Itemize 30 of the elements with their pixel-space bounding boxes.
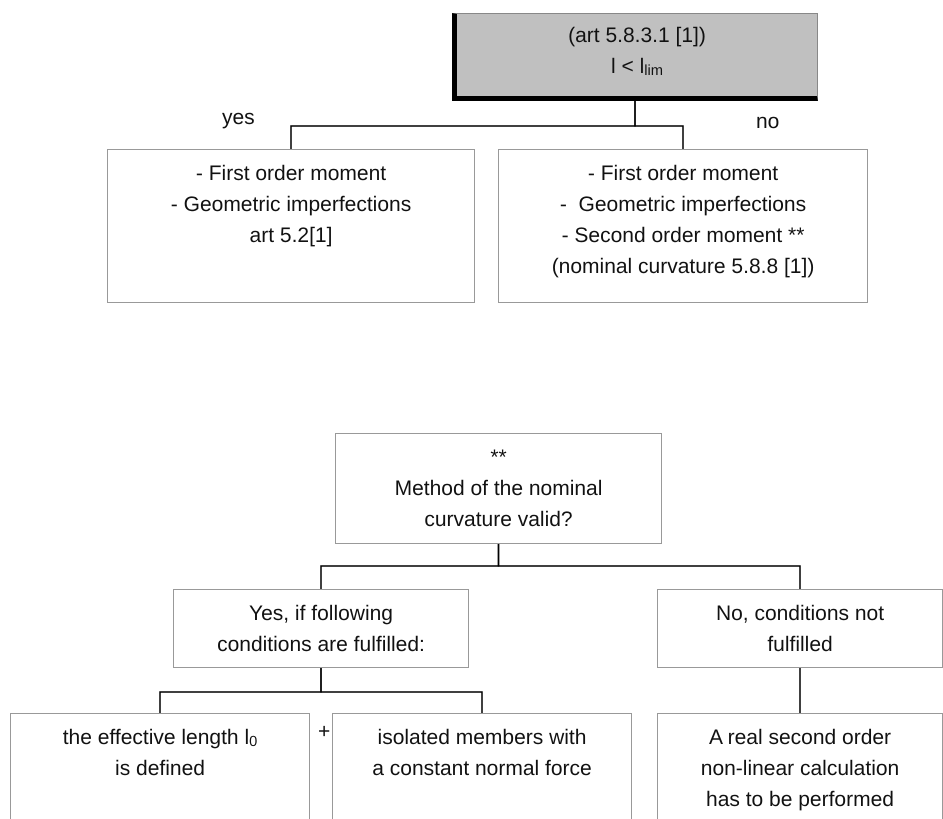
connector-line xyxy=(634,101,684,149)
process-box xyxy=(107,149,475,303)
process-box xyxy=(335,433,662,544)
box-text: - First order moment xyxy=(588,161,778,187)
box-text: art 5.2[1] xyxy=(250,223,332,249)
box-text: (art 5.8.3.1 [1]) xyxy=(568,23,706,49)
process-box xyxy=(657,713,943,819)
box-text: the effective length l$_{0}$ is defined xyxy=(62,725,258,782)
box-text: ** xyxy=(490,445,507,471)
box-text: isolated members with a constant normal force xyxy=(371,725,593,782)
process-box xyxy=(498,149,868,303)
process-box xyxy=(332,713,632,819)
box-text: - First order moment xyxy=(196,161,386,187)
box-text: No, conditions not fulfilled xyxy=(714,601,886,658)
box-text: - Second order moment ** xyxy=(562,223,804,249)
process-box xyxy=(657,589,943,668)
process-box xyxy=(452,13,818,101)
connector-line xyxy=(498,544,801,589)
box-text: A real second order non-linear calculation has to be performed xyxy=(700,725,900,813)
box-text: - Geometric imperfections xyxy=(170,192,412,218)
process-box xyxy=(173,589,469,668)
connector-line xyxy=(320,668,483,713)
plus-sign: + xyxy=(318,720,330,744)
connector-line xyxy=(799,668,801,713)
box-text: (nominal curvature 5.8.8 [1]) xyxy=(552,254,814,280)
box-text: Method of the nominal curvature valid? xyxy=(394,476,604,533)
process-box xyxy=(10,713,310,819)
box-text: - Geometric imperfections xyxy=(560,192,806,218)
box-text: l < l$_{lim}$ xyxy=(610,54,664,82)
box-text: Yes, if following conditions are fulfilled: xyxy=(216,601,426,658)
